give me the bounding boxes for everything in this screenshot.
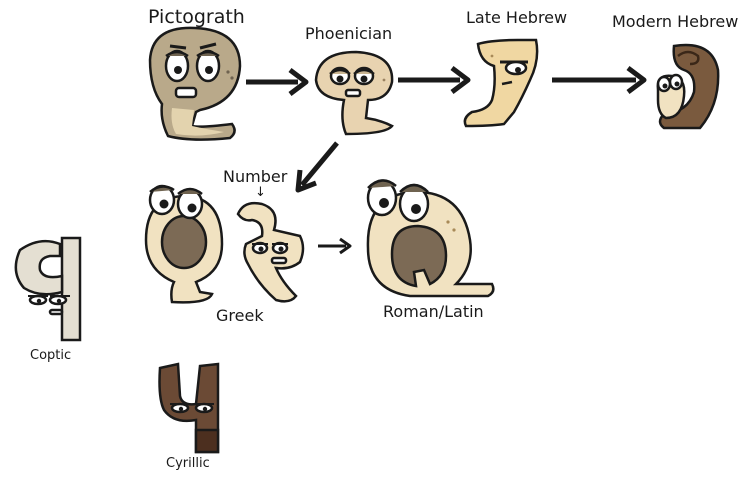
arrow-right-icon: [318, 237, 352, 255]
arrow-right-icon: [246, 68, 309, 96]
label-number: Number: [223, 167, 288, 186]
label-late-hebrew: Late Hebrew: [466, 8, 568, 27]
late-hebrew-character: [463, 38, 539, 128]
label-phoenician: Phoenician: [305, 24, 393, 43]
number-character: [236, 201, 305, 303]
arrow-down-left-icon: [295, 141, 339, 193]
roman-latin-character: [366, 179, 495, 298]
greek-character: [144, 184, 224, 304]
number-down-arrow: ↓: [255, 185, 266, 200]
label-pictograph: Pictograth: [148, 6, 245, 28]
coptic-character: [14, 236, 82, 342]
modern-hebrew-character: [656, 43, 720, 130]
label-cyrillic: Cyrillic: [166, 456, 210, 471]
cyrillic-character: [158, 362, 220, 454]
label-roman-latin: Roman/Latin: [383, 302, 484, 321]
arrow-right-icon: [552, 66, 647, 94]
label-coptic: Coptic: [30, 348, 72, 363]
label-modern-hebrew: Modern Hebrew: [612, 12, 739, 31]
pictograph-character: [148, 26, 242, 141]
arrow-right-icon: [398, 66, 471, 94]
phoenician-character: [314, 50, 394, 136]
label-greek: Greek: [216, 306, 264, 325]
